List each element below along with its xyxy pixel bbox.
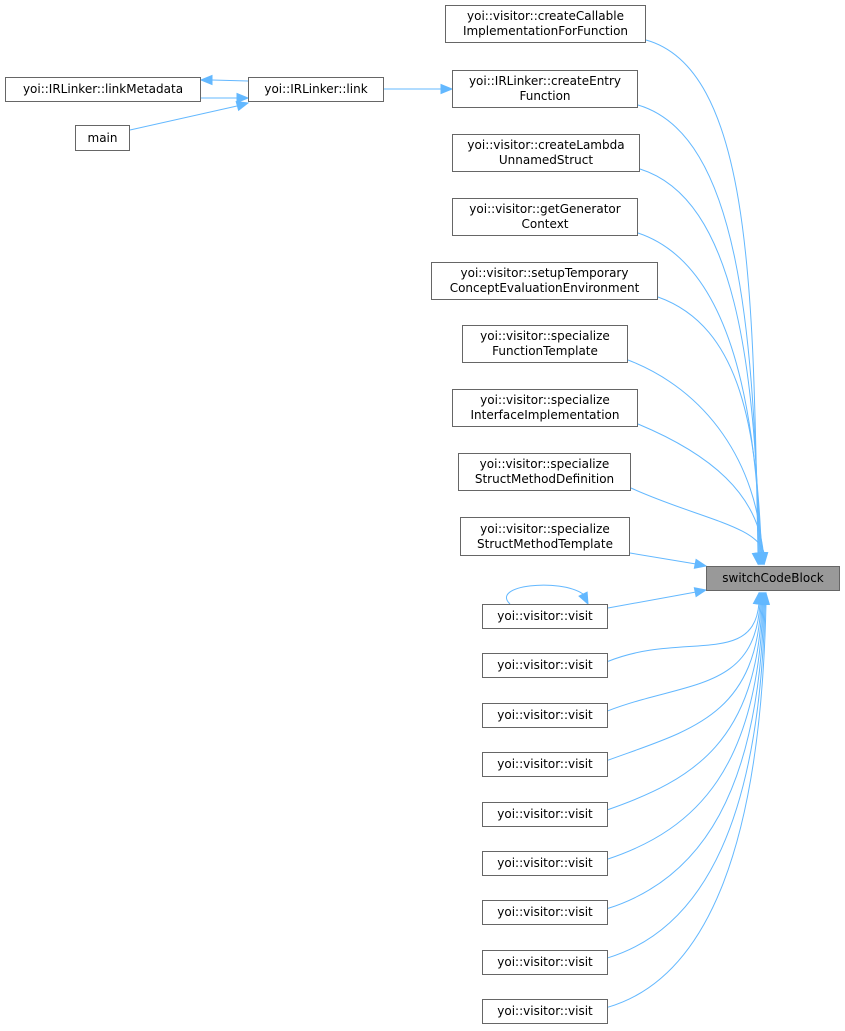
edge-caller-8 xyxy=(629,552,697,565)
node-label: yoi::visitor::createLambda xyxy=(467,138,625,152)
arrowhead xyxy=(199,74,213,86)
node-label: yoi::visitor::visit xyxy=(497,806,593,821)
node-visit-3[interactable]: yoi::visitor::visit xyxy=(482,752,608,778)
edge-visit-4 xyxy=(607,602,763,811)
node-label: yoi::IRLinker::linkMetadata xyxy=(22,82,184,96)
node-label: yoi::visitor::visit xyxy=(497,905,593,920)
node-visit-4[interactable]: yoi::visitor::visit xyxy=(482,801,608,827)
node-label: yoi::visitor::visit xyxy=(497,658,593,673)
arrowhead xyxy=(693,558,708,569)
edge-visit-8 xyxy=(607,602,767,1008)
edge-caller-3 xyxy=(637,232,762,555)
edge-main-to-link xyxy=(129,105,238,131)
node-label: yoi::IRLinker::link xyxy=(264,82,368,96)
arrowhead xyxy=(440,83,454,95)
node-label: yoi::visitor::setupTemporary xyxy=(460,266,629,280)
node-label: yoi::visitor::specialize xyxy=(479,457,610,471)
edge-caller-7 xyxy=(630,487,765,555)
node-switch-code-block[interactable]: switchCodeBlock xyxy=(706,566,840,591)
node-visit-8[interactable]: yoi::visitor::visit xyxy=(482,999,608,1025)
edge-visit-3 xyxy=(607,602,762,761)
node-label: yoi::visitor::visit xyxy=(497,707,593,722)
node-visit-1[interactable]: yoi::visitor::visit xyxy=(482,653,608,679)
arrowhead xyxy=(757,552,769,566)
edge-caller-6 xyxy=(637,423,764,555)
node-label: StructMethodDefinition xyxy=(474,472,615,486)
node-visit-5[interactable]: yoi::visitor::visit xyxy=(482,851,608,876)
edge-caller-0 xyxy=(645,39,759,555)
node-label: yoi::visitor::visit xyxy=(497,609,593,623)
node-label: ImplementationForFunction xyxy=(462,24,629,38)
edge-visit-1 xyxy=(607,602,760,662)
node-label: yoi::visitor::visit xyxy=(497,856,593,870)
node-label: yoi::visitor::visit xyxy=(497,757,593,772)
arrowhead xyxy=(759,591,771,605)
node-visit-0[interactable]: yoi::visitor::visit xyxy=(482,604,608,629)
arrowhead xyxy=(578,591,589,606)
edge-visit-6 xyxy=(607,602,765,909)
node-label: main xyxy=(87,130,118,145)
edge-caller-4 xyxy=(657,296,763,555)
edge-visit-2 xyxy=(607,602,761,712)
node-visit-6[interactable]: yoi::visitor::visit xyxy=(482,900,608,926)
edge-visit-7 xyxy=(607,602,766,959)
node-label: UnnamedStruct xyxy=(498,153,594,167)
node-label: Function xyxy=(519,89,571,103)
node-visit-7[interactable]: yoi::visitor::visit xyxy=(482,949,608,975)
edge-caller-1 xyxy=(637,104,760,555)
node-label: yoi::visitor::specialize xyxy=(480,329,610,343)
node-label: yoi::visitor::specialize xyxy=(480,521,610,536)
node-label: ConceptEvaluationEnvironment xyxy=(449,281,640,295)
node-link[interactable]: yoi::IRLinker::link xyxy=(248,77,384,102)
node-label: yoi::visitor::visit xyxy=(497,954,593,969)
edge-caller-5 xyxy=(627,359,763,555)
node-label: yoi::visitor::visit xyxy=(497,1004,593,1019)
arrowhead xyxy=(693,587,708,598)
node-main[interactable]: main xyxy=(75,125,130,151)
arrowhead xyxy=(235,100,250,112)
node-label: Context xyxy=(521,217,569,231)
node-label: yoi::IRLinker::createEntry xyxy=(468,74,622,88)
node-label: yoi::visitor::specialize xyxy=(480,393,610,407)
node-label: yoi::visitor::createCallable xyxy=(467,9,624,23)
node-label: yoi::visitor::getGenerator xyxy=(469,202,621,216)
edge-visit-self-loop xyxy=(506,584,584,605)
edge-visit-5 xyxy=(607,602,764,860)
node-visit-2[interactable]: yoi::visitor::visit xyxy=(482,702,608,728)
edge-visit-0 xyxy=(607,591,697,609)
node-label: InterfaceImplementation xyxy=(470,408,620,422)
node-label: FunctionTemplate xyxy=(492,344,598,358)
node-link-metadata[interactable]: yoi::IRLinker::linkMetadata xyxy=(5,77,201,102)
edge-link-to-linkmetadata xyxy=(211,79,249,82)
node-label: switchCodeBlock xyxy=(722,571,824,585)
arrowhead xyxy=(236,92,250,104)
node-label: StructMethodTemplate xyxy=(477,536,613,551)
